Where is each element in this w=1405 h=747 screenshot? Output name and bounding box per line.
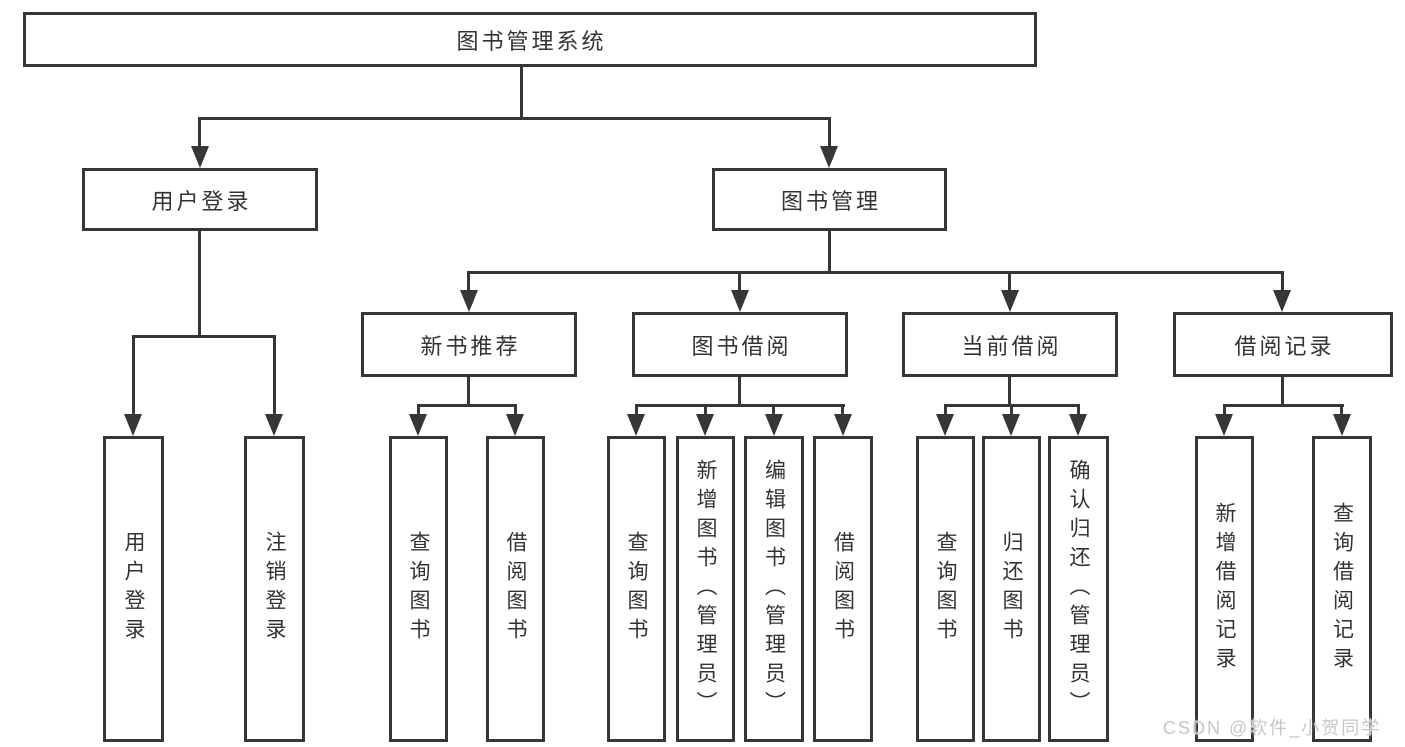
connector-line bbox=[132, 335, 276, 338]
node-label: 借阅图书 bbox=[831, 531, 855, 647]
arrowhead-icon bbox=[1069, 414, 1087, 436]
node-label: 借阅图书 bbox=[504, 531, 528, 647]
leaf-edit-book-admin: 编辑图书（管理员） bbox=[744, 436, 804, 742]
arrowhead-icon bbox=[1215, 414, 1233, 436]
node-label: 图书管理系统 bbox=[456, 28, 607, 54]
node-label: 注销登录 bbox=[263, 531, 287, 647]
connector-line bbox=[738, 377, 741, 406]
connector-line bbox=[738, 271, 741, 292]
connector-line bbox=[704, 404, 707, 416]
connector-line bbox=[467, 271, 470, 292]
arrowhead-icon bbox=[124, 414, 142, 436]
node-label: 新增借阅记录 bbox=[1213, 502, 1237, 676]
arrowhead-icon bbox=[820, 146, 838, 168]
connector-line bbox=[1077, 404, 1080, 416]
node-label: 归还图书 bbox=[1000, 531, 1024, 647]
connector-line bbox=[417, 404, 420, 416]
leaf-confirm-return-admin: 确认归还（管理员） bbox=[1048, 436, 1109, 742]
connector-line bbox=[514, 404, 517, 416]
leaf-add-borrow-record: 新增借阅记录 bbox=[1195, 436, 1254, 742]
leaf-return-book: 归还图书 bbox=[982, 436, 1041, 742]
connector-line bbox=[1223, 404, 1226, 416]
node-borrow-records: 借阅记录 bbox=[1173, 312, 1393, 377]
connector-line bbox=[132, 335, 135, 416]
node-label: 编辑图书（管理员） bbox=[762, 458, 786, 720]
leaf-query-books-borrow: 查询图书 bbox=[607, 436, 666, 742]
arrowhead-icon bbox=[1333, 414, 1351, 436]
node-label: 图书借阅 bbox=[691, 333, 792, 359]
leaf-logout: 注销登录 bbox=[244, 436, 305, 742]
arrowhead-icon bbox=[627, 414, 645, 436]
node-label: 新增图书（管理员） bbox=[694, 458, 718, 720]
arrowhead-icon bbox=[506, 414, 524, 436]
arrowhead-icon bbox=[1273, 290, 1291, 312]
node-label: 当前借阅 bbox=[961, 333, 1062, 359]
connector-line bbox=[1008, 271, 1011, 292]
node-label: 查询图书 bbox=[625, 531, 649, 647]
node-label: 查询借阅记录 bbox=[1330, 502, 1354, 676]
arrowhead-icon bbox=[936, 414, 954, 436]
leaf-borrow-books: 借阅图书 bbox=[813, 436, 873, 742]
connector-line bbox=[273, 335, 276, 416]
connector-line bbox=[520, 67, 523, 118]
leaf-query-borrow-record: 查询借阅记录 bbox=[1312, 436, 1372, 742]
arrowhead-icon bbox=[731, 290, 749, 312]
watermark: CSDN @软件_小贺同学 bbox=[1163, 718, 1382, 738]
arrowhead-icon bbox=[460, 290, 478, 312]
leaf-query-books-recommend: 查询图书 bbox=[389, 436, 448, 742]
arrowhead-icon bbox=[409, 414, 427, 436]
node-label: 用户登录 bbox=[122, 531, 146, 647]
connector-line bbox=[635, 404, 845, 407]
node-book-borrow: 图书借阅 bbox=[632, 312, 848, 377]
arrowhead-icon bbox=[834, 414, 852, 436]
arrowhead-icon bbox=[191, 146, 209, 168]
leaf-borrow-books-recommend: 借阅图书 bbox=[486, 436, 545, 742]
node-new-book-recommend: 新书推荐 bbox=[361, 312, 577, 377]
node-label: 用户登录 bbox=[151, 188, 252, 214]
connector-line bbox=[467, 271, 1284, 274]
arrowhead-icon bbox=[1001, 290, 1019, 312]
node-user-login: 用户登录 bbox=[82, 168, 318, 231]
connector-line bbox=[1010, 404, 1013, 416]
arrowhead-icon bbox=[765, 414, 783, 436]
connector-line bbox=[198, 231, 201, 337]
node-current-borrow: 当前借阅 bbox=[902, 312, 1118, 377]
arrowhead-icon bbox=[265, 414, 283, 436]
connector-line bbox=[772, 404, 775, 416]
node-label: 借阅记录 bbox=[1234, 333, 1335, 359]
node-label: 新书推荐 bbox=[420, 333, 521, 359]
connector-line bbox=[635, 404, 638, 416]
node-book-management: 图书管理 bbox=[712, 168, 947, 231]
node-label: 图书管理 bbox=[780, 188, 881, 214]
connector-line bbox=[1281, 377, 1284, 406]
node-label: 确认归还（管理员） bbox=[1067, 458, 1091, 720]
node-label: 查询图书 bbox=[934, 531, 958, 647]
connector-line bbox=[467, 377, 470, 406]
connector-line bbox=[198, 117, 201, 148]
leaf-user-login: 用户登录 bbox=[103, 436, 164, 742]
node-library-management-system: 图书管理系统 bbox=[23, 12, 1037, 67]
connector-line bbox=[944, 404, 947, 416]
connector-line bbox=[1340, 404, 1343, 416]
connector-line bbox=[1008, 377, 1011, 406]
node-label: 查询图书 bbox=[407, 531, 431, 647]
connector-line bbox=[1223, 404, 1344, 407]
leaf-add-book-admin: 新增图书（管理员） bbox=[676, 436, 735, 742]
arrowhead-icon bbox=[696, 414, 714, 436]
connector-line bbox=[841, 404, 844, 416]
arrowhead-icon bbox=[1002, 414, 1020, 436]
connector-line bbox=[198, 117, 831, 120]
leaf-query-books-current: 查询图书 bbox=[916, 436, 975, 742]
connector-line bbox=[417, 404, 517, 407]
connector-line bbox=[828, 231, 831, 273]
connector-line bbox=[828, 117, 831, 148]
connector-line bbox=[1281, 271, 1284, 292]
